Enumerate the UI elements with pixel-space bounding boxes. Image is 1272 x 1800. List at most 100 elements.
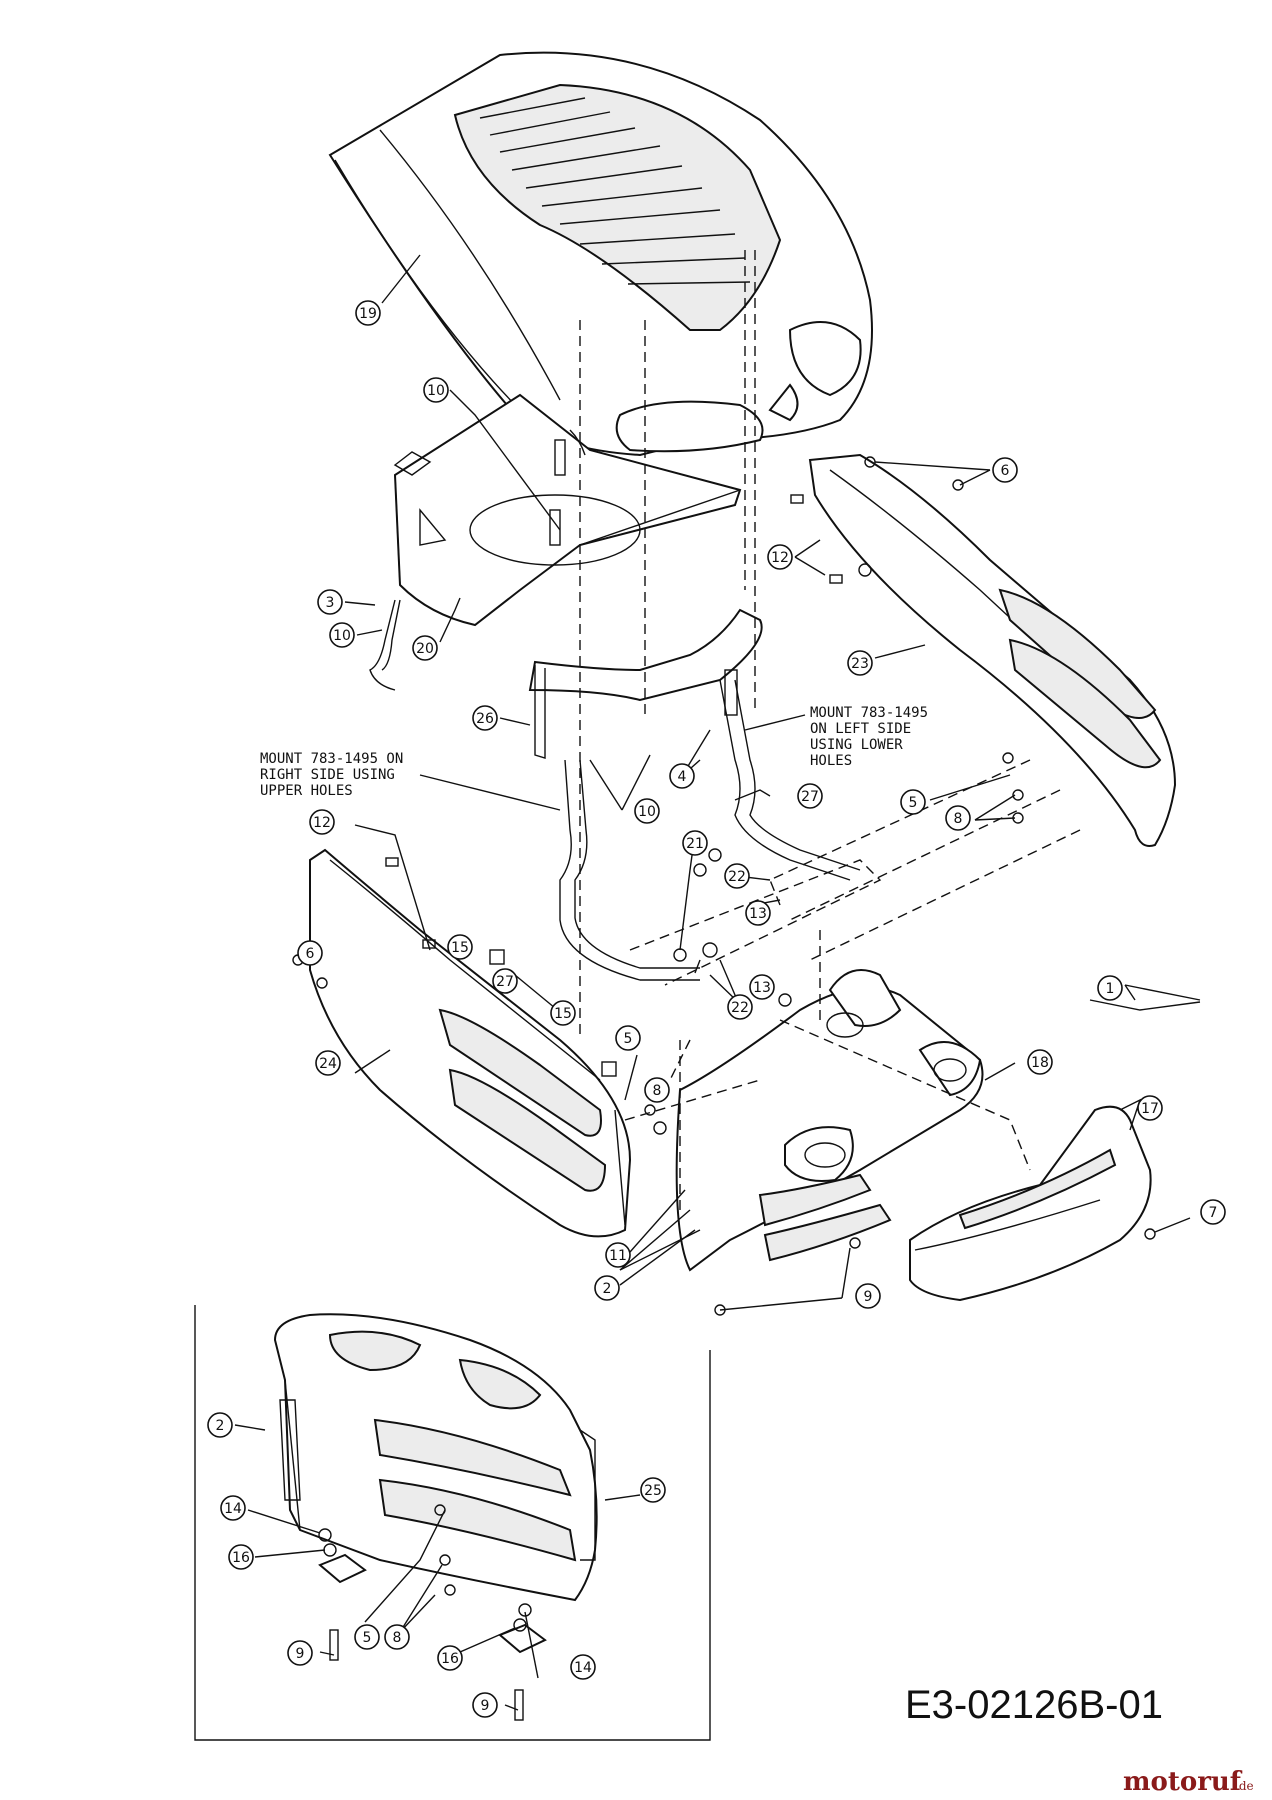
callout-14: 14 bbox=[220, 1495, 246, 1521]
callout-17: 17 bbox=[1137, 1095, 1163, 1121]
callout-number: 27 bbox=[801, 789, 819, 805]
callout-22: 22 bbox=[727, 994, 753, 1020]
callout-6: 6 bbox=[297, 940, 323, 966]
callout-number: 18 bbox=[1031, 1055, 1049, 1071]
callout-circle bbox=[492, 968, 518, 994]
callout-circle bbox=[640, 1477, 666, 1503]
callout-number: 6 bbox=[306, 946, 315, 962]
callout-circle bbox=[354, 1624, 380, 1650]
bumper-part-17 bbox=[909, 1105, 1152, 1302]
inset-detail bbox=[194, 1209, 711, 1741]
callout-circle bbox=[797, 783, 823, 809]
callout-number: 9 bbox=[481, 1698, 490, 1714]
callout-number: 19 bbox=[359, 306, 377, 322]
callout-number: 9 bbox=[864, 1289, 873, 1305]
callout-circle bbox=[945, 805, 971, 831]
callout-circle bbox=[423, 377, 449, 403]
callout-circle bbox=[570, 1654, 596, 1680]
callout-circle bbox=[1027, 1049, 1053, 1075]
callout-number: 22 bbox=[728, 869, 746, 885]
callout-15: 15 bbox=[550, 1000, 576, 1026]
callout-27: 27 bbox=[492, 968, 518, 994]
callout-13: 13 bbox=[749, 974, 775, 1000]
side-panel-part-24 bbox=[309, 848, 632, 1238]
callout-number: 11 bbox=[609, 1248, 627, 1264]
callout-circle bbox=[745, 900, 771, 926]
callout-number: 12 bbox=[313, 815, 331, 831]
callout-circle bbox=[605, 1242, 631, 1268]
callout-25: 25 bbox=[640, 1477, 666, 1503]
note-right-side: MOUNT 783-1495 ON RIGHT SIDE USING UPPER… bbox=[260, 751, 561, 811]
callout-number: 14 bbox=[224, 1501, 242, 1517]
callout-number: 8 bbox=[393, 1630, 402, 1646]
callout-number: 24 bbox=[319, 1056, 337, 1072]
callout-circle bbox=[669, 763, 695, 789]
note-left-line-3: USING LOWER bbox=[810, 737, 903, 753]
callout-number: 22 bbox=[731, 1000, 749, 1016]
callout-circle bbox=[384, 1624, 410, 1650]
callout-circle bbox=[207, 1412, 233, 1438]
callout-10: 10 bbox=[329, 622, 355, 648]
callout-1: 1 bbox=[1097, 975, 1123, 1001]
callout-11: 11 bbox=[605, 1242, 631, 1268]
callout-number: 14 bbox=[574, 1660, 592, 1676]
callout-circle bbox=[727, 994, 753, 1020]
callout-12: 12 bbox=[309, 809, 335, 835]
callout-circle bbox=[447, 934, 473, 960]
callout-number: 13 bbox=[749, 906, 767, 922]
callout-number: 26 bbox=[476, 711, 494, 727]
callout-number: 5 bbox=[909, 795, 918, 811]
watermark-logo: motoruf .de bbox=[1123, 1767, 1254, 1797]
callout-number: 10 bbox=[333, 628, 351, 644]
callout-3: 3 bbox=[317, 589, 343, 615]
callout-18: 18 bbox=[1027, 1049, 1053, 1075]
note-left-line-1: MOUNT 783-1495 bbox=[810, 705, 928, 721]
callout-circle bbox=[550, 1000, 576, 1026]
callout-16: 16 bbox=[437, 1645, 463, 1671]
callout-5: 5 bbox=[354, 1624, 380, 1650]
callout-number: 12 bbox=[771, 550, 789, 566]
callout-circle bbox=[847, 650, 873, 676]
callout-number: 15 bbox=[451, 940, 469, 956]
callout-number: 8 bbox=[653, 1083, 662, 1099]
callout-number: 27 bbox=[496, 974, 514, 990]
callout-circle bbox=[724, 863, 750, 889]
support-bracket-part-26 bbox=[528, 608, 763, 981]
callout-number: 25 bbox=[644, 1483, 662, 1499]
note-left-line-2: ON LEFT SIDE bbox=[810, 721, 911, 737]
callout-circle bbox=[767, 544, 793, 570]
callout-number: 2 bbox=[603, 1281, 612, 1297]
watermark-domain: .de bbox=[1235, 1779, 1254, 1793]
drawing-code: E3-02126B-01 bbox=[905, 1683, 1163, 1727]
callout-2: 2 bbox=[207, 1412, 233, 1438]
callout-number: 10 bbox=[638, 804, 656, 820]
callout-circle bbox=[615, 1025, 641, 1051]
callout-circle bbox=[749, 974, 775, 1000]
callout-8: 8 bbox=[644, 1077, 670, 1103]
callout-circle bbox=[682, 830, 708, 856]
callout-number: 8 bbox=[954, 811, 963, 827]
callout-circle bbox=[855, 1283, 881, 1309]
callout-15: 15 bbox=[447, 934, 473, 960]
callout-number: 9 bbox=[296, 1646, 305, 1662]
callout-22: 22 bbox=[724, 863, 750, 889]
callout-number: 2 bbox=[216, 1418, 225, 1434]
callout-number: 17 bbox=[1141, 1101, 1159, 1117]
callout-number: 13 bbox=[753, 980, 771, 996]
callout-20: 20 bbox=[412, 635, 438, 661]
callout-9: 9 bbox=[287, 1640, 313, 1666]
callout-19: 19 bbox=[355, 300, 381, 326]
callout-10: 10 bbox=[634, 798, 660, 824]
callout-number: 4 bbox=[678, 769, 687, 785]
callout-number: 10 bbox=[427, 383, 445, 399]
callout-2: 2 bbox=[594, 1275, 620, 1301]
callout-number: 16 bbox=[232, 1550, 250, 1566]
callout-5: 5 bbox=[615, 1025, 641, 1051]
callout-circle bbox=[644, 1077, 670, 1103]
callout-circle bbox=[992, 457, 1018, 483]
callout-circle bbox=[309, 809, 335, 835]
callout-13: 13 bbox=[745, 900, 771, 926]
callout-7: 7 bbox=[1200, 1199, 1226, 1225]
callout-circle bbox=[1200, 1199, 1226, 1225]
